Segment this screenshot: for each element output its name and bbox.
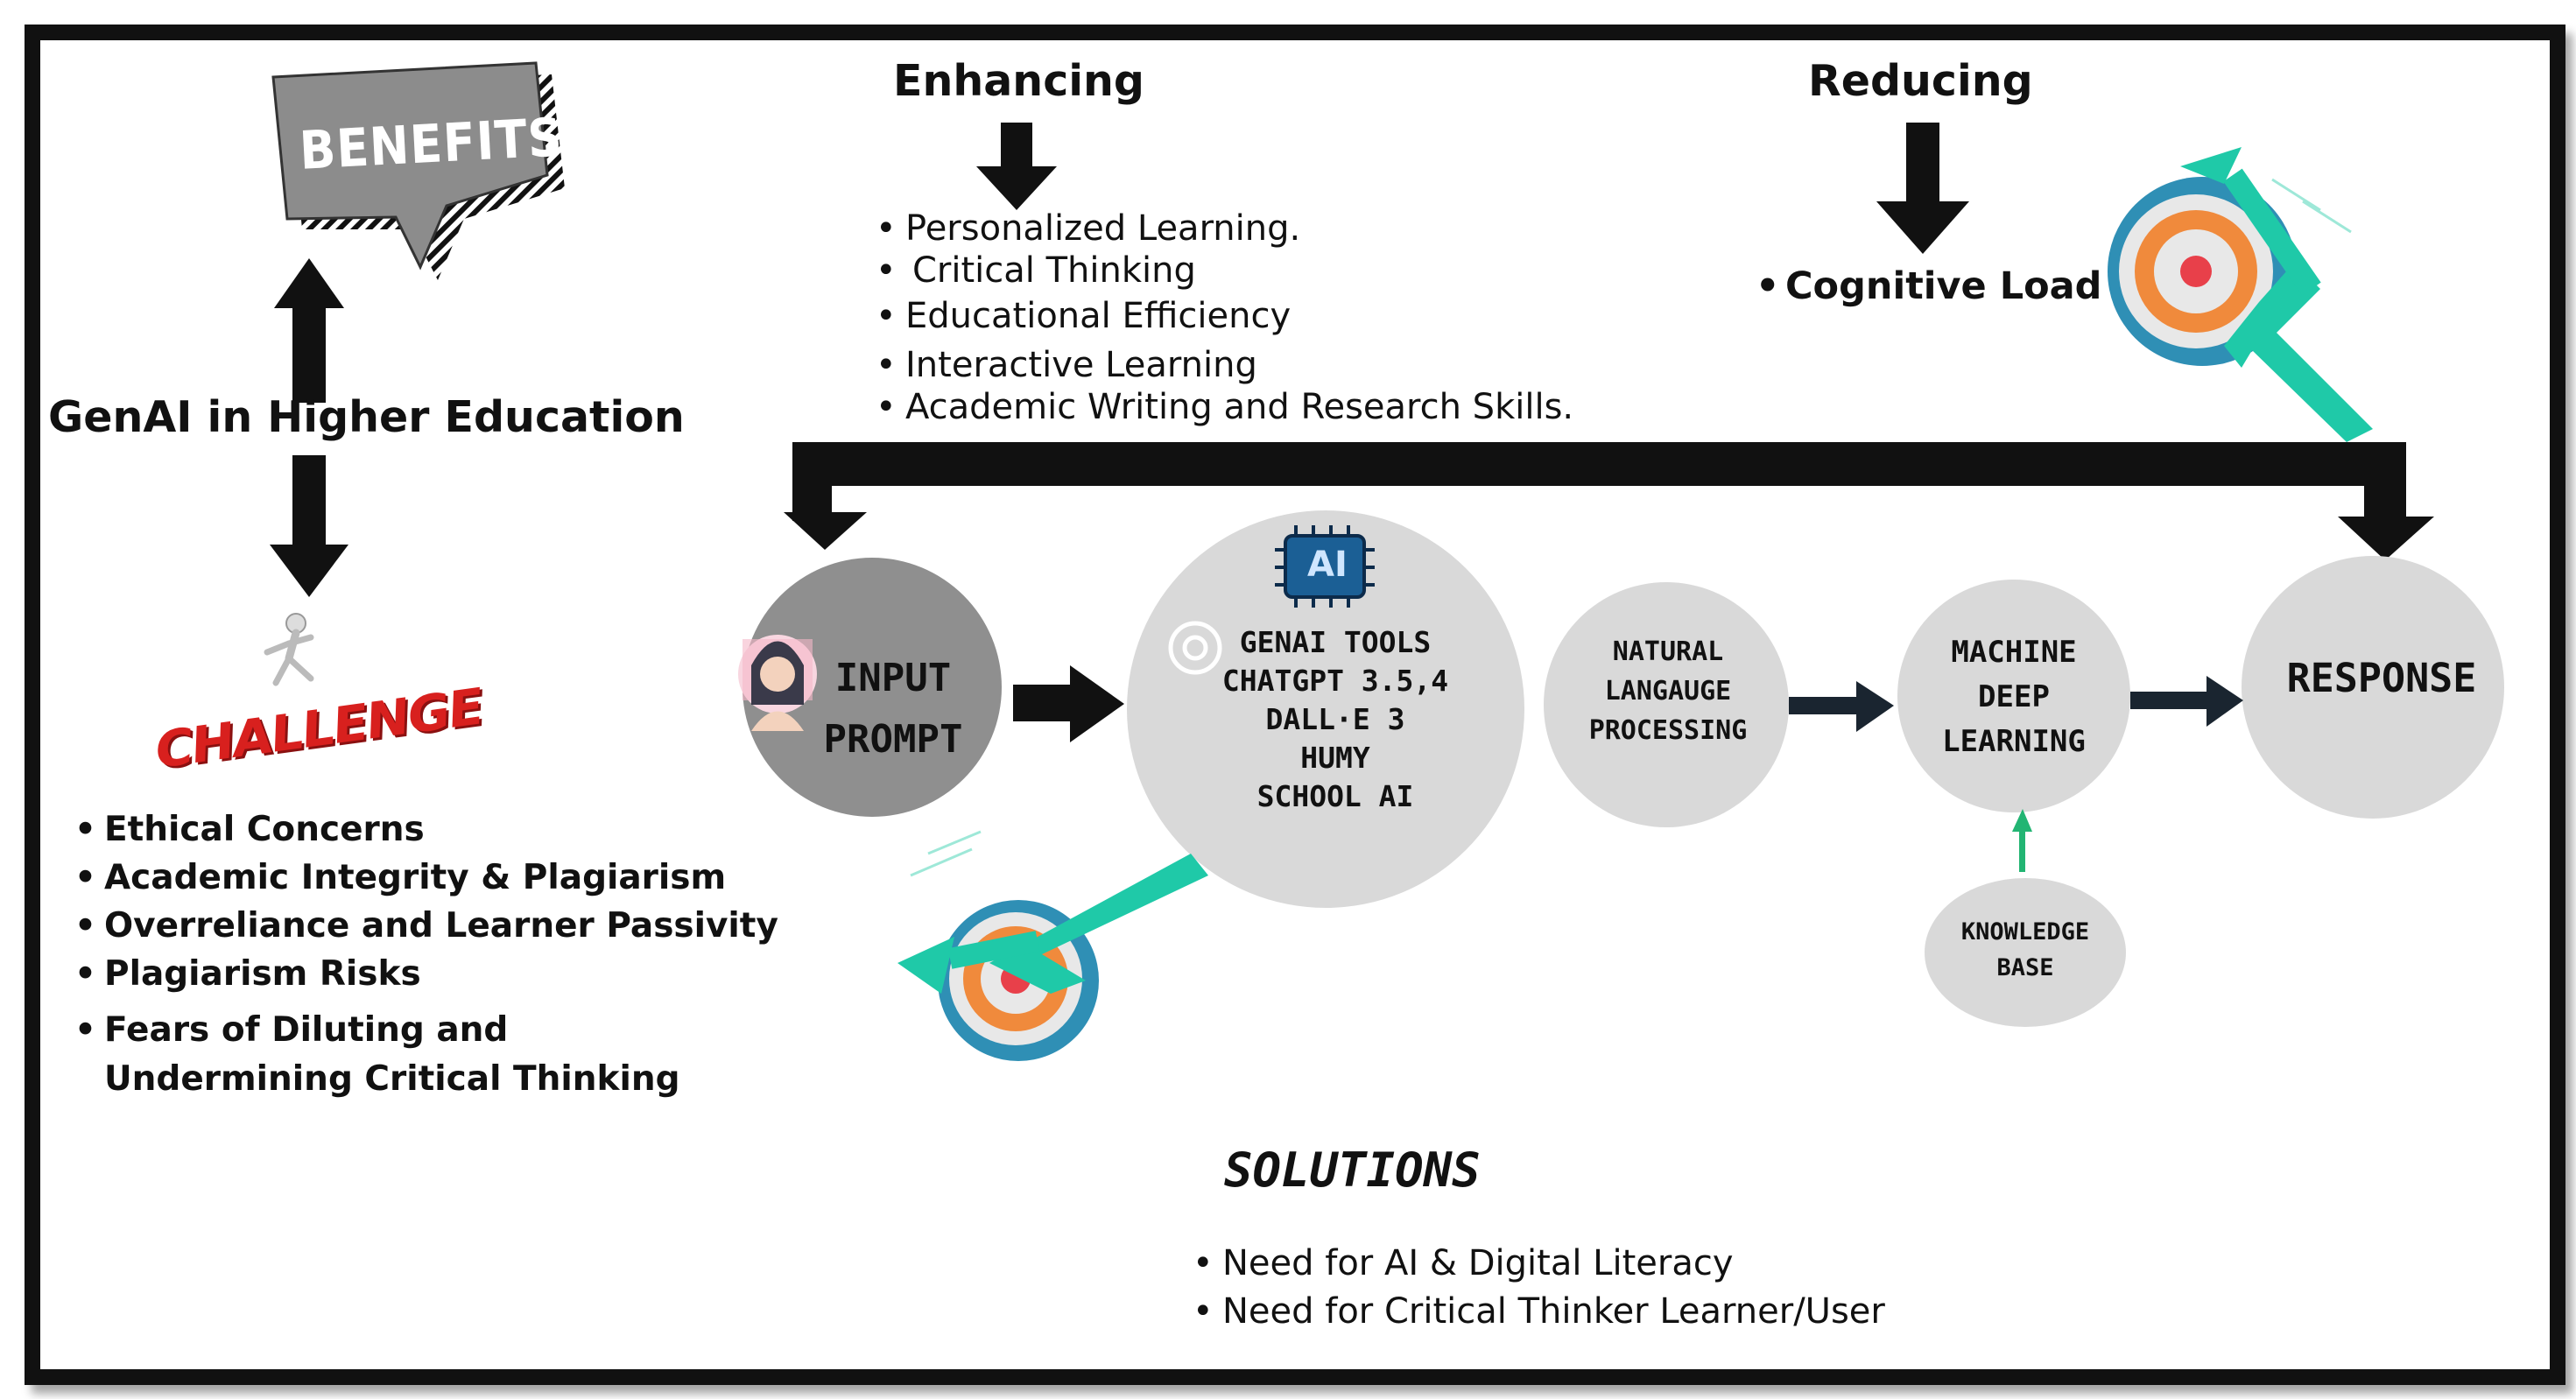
input-line-1: INPUT <box>834 656 952 700</box>
user-avatar-icon <box>738 635 817 731</box>
challenge-item: Overreliance and Learner Passivity <box>74 906 778 954</box>
center-title: GenAI in Higher Education <box>48 392 685 442</box>
genai-tools-label: GENAI TOOLS CHATGPT 3.5,4 DALL·E 3 HUMY … <box>1186 623 1484 816</box>
enhancing-item: Personalized Learning. <box>876 208 1573 250</box>
knowledge-base-circle <box>1925 878 2126 1027</box>
arrow-ml-to-response <box>2130 676 2243 727</box>
input-prompt-label: INPUT PROMPT <box>806 648 981 770</box>
reducing-heading: Reducing <box>1808 56 2033 106</box>
enhancing-item: Critical Thinking <box>876 250 1573 296</box>
ml-circle <box>1897 580 2130 812</box>
input-prompt-circle <box>743 558 1002 817</box>
kb-line: KNOWLEDGE <box>1960 918 2090 946</box>
runner-figure <box>264 613 314 686</box>
solutions-item: Need for Critical Thinker Learner/User <box>1193 1291 1885 1339</box>
openai-logo-icon <box>1168 621 1222 675</box>
genai-tools-circle <box>1127 510 1524 908</box>
challenges-list: Ethical Concerns Academic Integrity & Pl… <box>74 810 778 1058</box>
nlp-circle <box>1544 582 1789 827</box>
kb-line: BASE <box>1996 954 2054 981</box>
response-circle <box>2242 556 2504 819</box>
reducing-item: Cognitive Load <box>1756 264 2101 308</box>
bracket-arrow <box>784 442 2434 560</box>
target-icon-bottom <box>897 830 1208 1061</box>
ml-line: LEARNING <box>1942 724 2086 759</box>
nlp-line: NATURAL <box>1612 636 1724 667</box>
arrow-input-to-genai <box>1013 665 1124 742</box>
ai-chip-label: AI <box>1307 545 1348 585</box>
genai-line: SCHOOL AI <box>1256 779 1414 813</box>
genai-line: GENAI TOOLS <box>1239 625 1432 659</box>
knowledge-base-label: KNOWLEDGE BASE <box>1920 914 2130 986</box>
arrow-kb-to-ml <box>2012 809 2032 872</box>
enhancing-item: Interactive Learning <box>876 345 1573 387</box>
arrow-down-enhancing <box>976 123 1057 210</box>
enhancing-item: Academic Writing and Research Skills. <box>876 387 1573 429</box>
target-icon-top <box>2108 147 2373 442</box>
ml-line: MACHINE <box>1951 635 2077 670</box>
solutions-list: Need for AI & Digital Literacy Need for … <box>1193 1243 1885 1339</box>
arrow-up-to-benefits <box>274 258 344 403</box>
challenge-item-continued: Undermining Critical Thinking <box>104 1059 680 1099</box>
enhancing-heading: Enhancing <box>893 56 1144 106</box>
challenge-item: Plagiarism Risks <box>74 954 778 1010</box>
solutions-heading: SOLUTIONS <box>1224 1142 1481 1198</box>
arrow-down-reducing <box>1876 123 1969 254</box>
arrow-nlp-to-ml <box>1789 681 1894 732</box>
genai-line: CHATGPT 3.5,4 <box>1221 664 1449 698</box>
challenge-item: Fears of Diluting and <box>74 1010 778 1058</box>
nlp-line: PROCESSING <box>1588 715 1748 746</box>
input-line-2: PROMPT <box>823 717 963 762</box>
enhancing-item: Educational Efficiency <box>876 296 1573 345</box>
solutions-item: Need for AI & Digital Literacy <box>1193 1243 1885 1291</box>
response-label: RESPONSE <box>2286 655 2477 701</box>
genai-line: HUMY <box>1300 741 1370 775</box>
ai-chip-icon <box>1275 525 1375 608</box>
arrow-down-to-challenge <box>270 455 348 597</box>
reducing-list: Cognitive Load <box>1756 264 2101 308</box>
enhancing-list: Personalized Learning. Critical Thinking… <box>876 208 1573 429</box>
genai-line: DALL·E 3 <box>1265 702 1405 736</box>
challenge-item: Ethical Concerns <box>74 810 778 858</box>
nlp-label: NATURAL LANGAUGE PROCESSING <box>1554 632 1782 750</box>
ml-label: MACHINE DEEP LEARNING <box>1900 630 2128 764</box>
nlp-line: LANGAUGE <box>1604 676 1732 707</box>
benefits-bubble <box>271 61 565 280</box>
challenge-item: Academic Integrity & Plagiarism <box>74 858 778 906</box>
ml-line: DEEP <box>1978 679 2050 714</box>
